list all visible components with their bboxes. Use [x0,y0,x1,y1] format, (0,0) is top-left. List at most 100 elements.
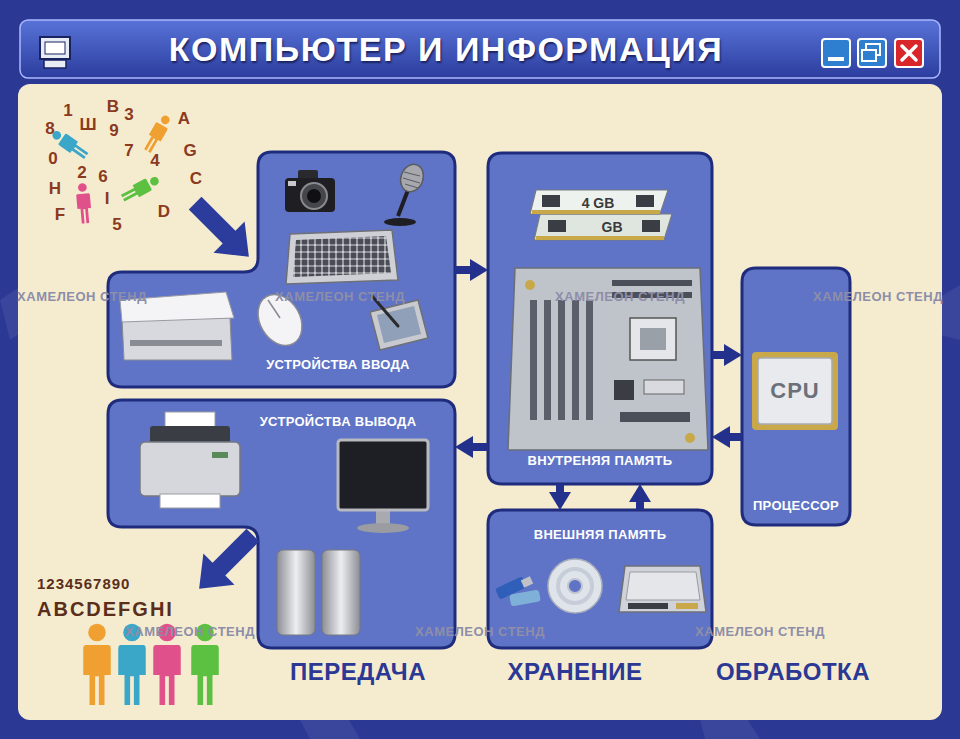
data-symbol: 6 [98,168,107,185]
motherboard [558,300,565,420]
ram-modules [530,190,672,240]
data-symbol: 1 [63,102,72,119]
window-buttons [858,39,886,67]
data-symbol: 2 [77,164,86,181]
stage-caption: ХРАНЕНИЕ [507,660,642,684]
compact-disc [548,559,602,613]
flow-arrow [556,484,564,498]
printer [160,494,220,508]
watermark: ХАМЕЛЕОН СТЕНД [415,625,545,638]
monitor [357,523,409,533]
input-arrow [180,188,265,273]
window-buttons [862,50,876,61]
block-label: ПРОЦЕССОР [753,498,839,514]
data-symbol: G [183,142,196,159]
cpu-chip [752,352,838,430]
ram-modules [636,195,654,207]
printer [140,412,240,508]
mouse [268,300,280,318]
block-label: ВНУТРЕНЯЯ ПАМЯТЬ [528,453,673,469]
ram-modules [548,220,566,232]
block-shape [108,152,455,387]
cpu-chip [752,352,838,430]
poster-title: КОМПЬЮТЕР И ИНФОРМАЦИЯ [20,20,872,78]
ram-modules [530,190,668,214]
watermark: ХАМЕЛЕОН СТЕНД [695,625,825,638]
data-symbol: D [158,203,170,220]
panel-ground [18,84,942,720]
block-outline [108,152,455,387]
stage-caption: ПЕРЕДАЧА [290,660,426,684]
motherboard [525,280,535,290]
camera [288,181,296,186]
block-shape [742,268,850,525]
data-symbol: 0 [48,150,57,167]
window-buttons [828,57,844,61]
motherboard [630,318,676,360]
data-symbol: H [49,180,61,197]
data-people [119,173,161,204]
flow-arrow [724,433,742,441]
data-people [75,183,92,224]
hard-disk [676,603,698,609]
watermark: ХАМЕЛЕОН СТЕНД [555,290,685,303]
keyboard [286,230,398,284]
motherboard [572,300,579,420]
flow-arrow [712,351,730,359]
camera [285,178,335,212]
data-people [49,113,173,224]
watermark: ХАМЕЛЕОН СТЕНД [275,290,405,303]
motherboard [530,300,537,420]
data-people [141,113,173,155]
block-label: ВНЕШНЯЯ ПАМЯТЬ [534,527,667,543]
data-symbol: Ш [79,116,96,133]
data-symbol: I [105,190,110,207]
scanner [130,340,222,346]
motherboard [685,433,695,443]
camera [307,189,321,203]
compact-disc [548,559,602,613]
cpu-chip [758,358,832,424]
flow-arrow [636,496,644,510]
device-block: УСТРОЙСТВА ВВОДА [108,152,455,387]
compact-disc [558,569,592,603]
printer [140,442,240,496]
receiver-people [83,624,111,705]
title-bar [20,20,940,78]
window-buttons [895,39,923,67]
memory-size: 4 GB [582,196,615,210]
data-symbol: 8 [45,120,54,137]
printer [212,452,228,458]
block-label: УСТРОЙСТВА ВЫВОДА [260,414,417,430]
watermark: ХАМЕЛЕОН СТЕНД [125,625,255,638]
input-arrow [180,188,265,273]
microphone [384,218,416,226]
block-shape [488,153,712,484]
keyboard [293,236,391,277]
hard-disk [619,566,706,612]
window-buttons [822,39,850,67]
motherboard [508,268,708,450]
motherboard [620,412,690,422]
ram-modules [642,220,660,232]
letter-row: ABCDEFGHI [37,599,174,619]
window-icon [44,60,66,68]
stage-caption: ОБРАБОТКА [716,660,870,684]
data-symbol: B [107,98,119,115]
camera [301,183,327,209]
motherboard [644,380,684,394]
window-icon [40,37,70,59]
watermark: ХАМЕЛЕОН СТЕНД [813,290,943,303]
motherboard [640,328,666,350]
data-symbol: A [178,110,190,127]
flow-arrow [467,443,488,451]
hard-disk [626,572,700,600]
block-label: УСТРОЙСТВА ВВОДА [266,357,410,373]
digit-row: 1234567890 [37,576,130,591]
window-buttons [902,46,916,60]
keyboard [286,230,398,284]
watermark: ХАМЕЛЕОН СТЕНД [17,290,147,303]
speakers [322,550,360,635]
